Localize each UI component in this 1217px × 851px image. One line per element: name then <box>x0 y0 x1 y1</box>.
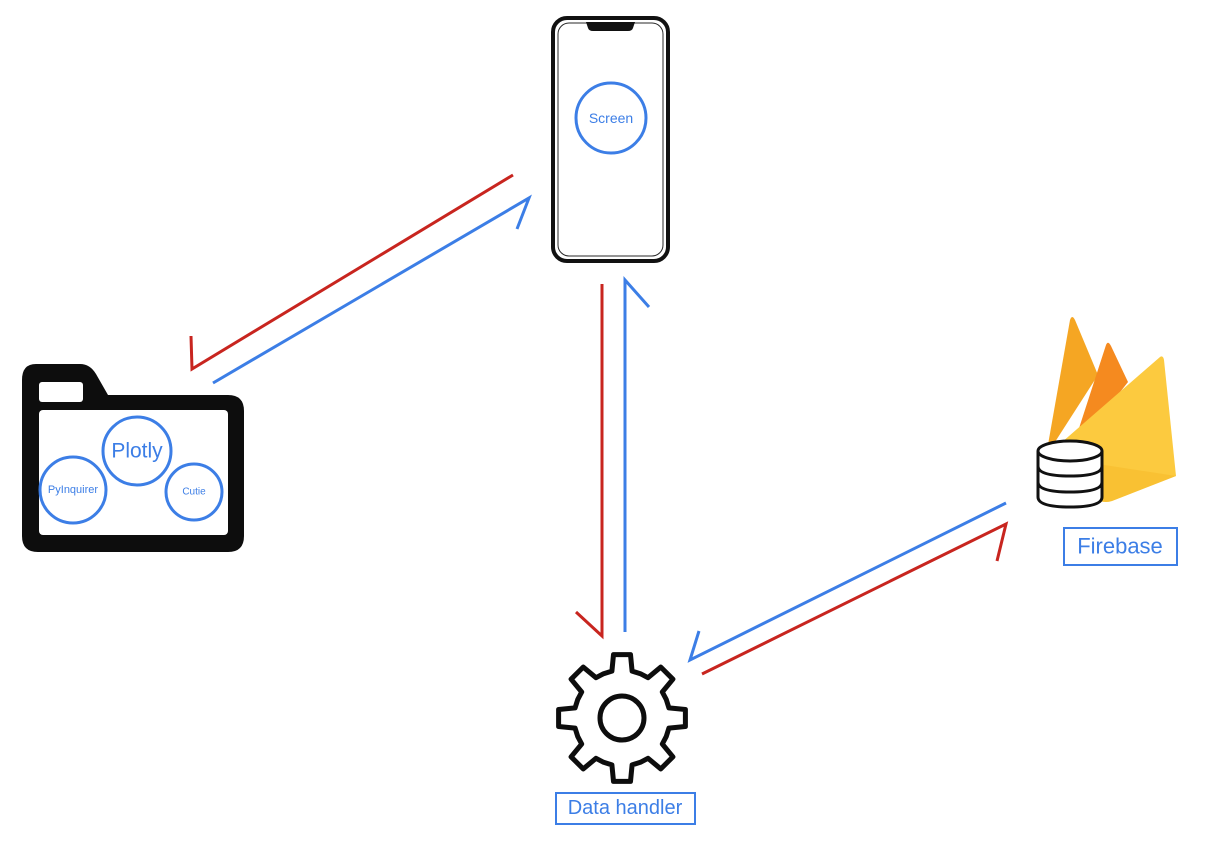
arrow-data-handler-to-phone <box>623 276 651 632</box>
plotly-label: Plotly <box>111 440 163 463</box>
arrow-folder-to-phone <box>212 194 532 385</box>
library-cutie: Cutie <box>164 462 224 522</box>
arrow-phone-to-data-handler <box>574 284 604 640</box>
screen-label: Screen <box>589 110 633 126</box>
arrow-phone-to-folder <box>189 173 514 372</box>
firebase-label: Firebase <box>1077 534 1163 559</box>
arrow-firebase-to-data-handler <box>687 501 1007 663</box>
database-icon <box>1036 439 1104 509</box>
smartphone-icon <box>551 16 670 263</box>
pyinquirer-label: PyInquirer <box>48 484 98 496</box>
gear-icon <box>556 652 688 784</box>
data-handler-label-box: Data handler <box>555 792 696 825</box>
library-plotly: Plotly <box>101 415 173 487</box>
data-handler-label: Data handler <box>568 797 683 819</box>
arrow-data-handler-to-firebase <box>701 521 1009 676</box>
library-pyinquirer: PyInquirer <box>38 455 108 525</box>
cutie-label: Cutie <box>182 487 206 498</box>
screen-node: Screen <box>574 81 648 155</box>
firebase-label-box: Firebase <box>1063 527 1178 566</box>
